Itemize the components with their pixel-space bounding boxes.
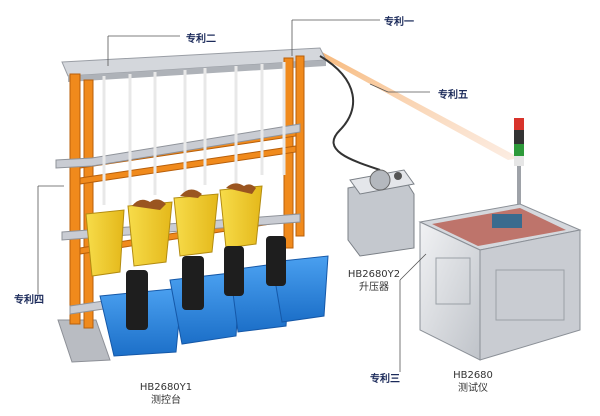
callout-patent-2: 专利二	[186, 34, 216, 45]
tester-caption: HB2680 测试仪	[438, 369, 508, 395]
insulating-gloves	[132, 183, 256, 210]
callout-leaders	[37, 19, 430, 372]
stand-base	[57, 319, 111, 363]
step-up-name: 升压器	[359, 282, 389, 293]
callout-patent-1: 专利一	[384, 17, 414, 28]
control-stand-model: HB2680Y1	[139, 382, 193, 393]
electrode-rods	[102, 62, 286, 205]
step-up-caption: HB2680Y2 升压器	[334, 268, 414, 294]
callout-patent-4: 专利四	[14, 295, 44, 306]
step-up-transformer	[347, 169, 415, 257]
control-stand-name: 测控台	[151, 395, 181, 406]
high-voltage-cable	[319, 55, 381, 171]
tester-name: 测试仪	[458, 383, 488, 394]
signal-tower-light	[514, 118, 524, 206]
control-stand-caption: HB2680Y1 测控台	[126, 381, 206, 407]
insulating-boots	[126, 236, 286, 330]
step-up-model: HB2680Y2	[347, 269, 401, 280]
yellow-buckets	[85, 185, 263, 277]
callout-patent-3: 专利三	[370, 374, 400, 385]
callout-patent-5: 专利五	[438, 90, 468, 101]
laser-beam	[312, 52, 520, 160]
tester-model: HB2680	[453, 370, 493, 381]
tester-case	[418, 203, 582, 361]
